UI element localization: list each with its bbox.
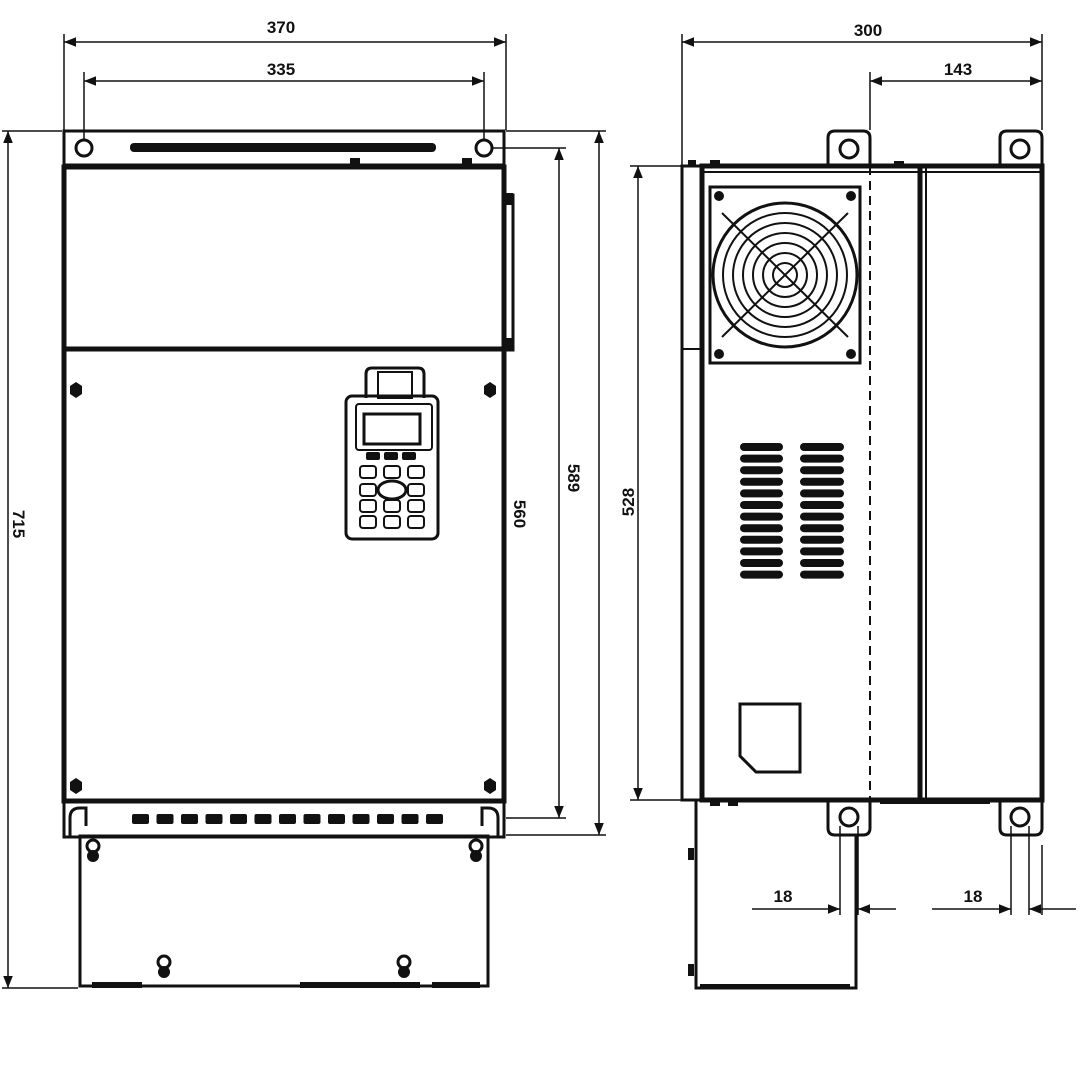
front-bottom-vent-row <box>132 814 443 824</box>
dim-label-560: 560 <box>510 500 529 528</box>
side-terminal-tab <box>688 964 694 976</box>
front-flange-tab <box>350 158 360 164</box>
front-side-latch <box>506 193 513 205</box>
vent-slot <box>254 814 272 824</box>
louver-slot <box>800 559 844 567</box>
front-screw-icon <box>70 382 82 398</box>
louver-slot <box>800 535 844 544</box>
vent-slot <box>181 814 198 824</box>
front-hook-left <box>68 806 88 837</box>
vent-slot <box>132 814 149 824</box>
front-screw-icon <box>70 778 82 794</box>
side-mount-hole <box>838 138 860 160</box>
vent-slot <box>377 814 394 824</box>
dim-label-370: 370 <box>267 18 295 37</box>
louver-slot <box>800 524 844 533</box>
side-plate-tab <box>688 160 696 167</box>
dim-label-528: 528 <box>619 488 638 516</box>
louver-slot <box>740 477 783 486</box>
vent-slot <box>230 814 247 824</box>
louver-slot <box>740 570 783 579</box>
side-dimensions: 300 143 528 18 18 <box>619 21 1076 915</box>
dim-label-18-left: 18 <box>774 887 793 906</box>
louver-slot <box>740 559 783 567</box>
front-mount-hole-right <box>474 138 494 158</box>
front-top-slot <box>130 143 436 152</box>
louver-slot <box>800 489 844 498</box>
louver-slot <box>740 501 783 509</box>
front-cover-foot <box>432 982 480 988</box>
keypad-icon <box>344 366 440 541</box>
front-view <box>61 129 515 988</box>
louver-slot <box>740 443 783 451</box>
side-bottom-tab <box>728 798 738 806</box>
front-cover-foot <box>92 982 142 988</box>
side-mount-ear-bottom-left <box>826 800 872 837</box>
vent-slot <box>303 814 321 824</box>
dim-label-335: 335 <box>267 60 295 79</box>
louver-slot <box>740 524 783 533</box>
dim-label-715: 715 <box>9 510 28 538</box>
front-flange-tab <box>462 158 472 164</box>
side-mount-ear-bottom-right <box>998 800 1044 837</box>
fan-icon <box>708 185 862 365</box>
front-cover-screw-icon <box>158 966 170 978</box>
side-front-plate <box>680 164 704 802</box>
front-screw-icon <box>484 778 496 794</box>
louver-slot <box>800 547 844 556</box>
side-bottom-strip <box>880 798 990 804</box>
side-label-plate <box>738 702 802 774</box>
louver-slot <box>740 489 783 498</box>
vent-slot <box>279 814 296 824</box>
front-cover-screw-icon <box>87 850 99 862</box>
side-top-tab <box>894 161 904 167</box>
side-vent-louvers <box>740 443 844 579</box>
vent-slot <box>156 814 174 824</box>
side-main-body <box>699 163 1045 803</box>
louver-slot <box>740 547 783 556</box>
vent-slot <box>352 814 370 824</box>
side-bottom-tab <box>710 798 720 806</box>
front-screw-icon <box>484 382 496 398</box>
louver-slot <box>740 535 783 544</box>
louver-slot <box>800 443 844 451</box>
louver-slot <box>740 454 783 463</box>
louver-slot <box>800 477 844 486</box>
louver-slot <box>800 570 844 579</box>
louver-slot <box>800 454 844 463</box>
front-upper-cover <box>61 164 507 352</box>
louver-slot <box>740 466 783 475</box>
dim-label-143: 143 <box>944 60 972 79</box>
louver-slot <box>800 501 844 509</box>
louver-slot <box>740 512 783 521</box>
side-mount-hole <box>838 806 860 828</box>
dim-label-589: 589 <box>564 464 583 492</box>
front-hook-right <box>480 806 500 837</box>
louver-slot <box>800 512 844 521</box>
front-side-connector <box>502 193 515 352</box>
vent-slot <box>401 814 419 824</box>
vent-slot <box>328 814 345 824</box>
front-cover-foot <box>300 982 420 988</box>
front-terminal-cover <box>78 834 490 988</box>
louver-slot <box>800 466 844 475</box>
front-dimensions: 370 335 715 589 560 <box>2 18 606 989</box>
dim-label-300: 300 <box>854 21 882 40</box>
front-mount-hole-left <box>74 138 94 158</box>
vent-slot <box>426 814 443 824</box>
side-mount-hole <box>1009 138 1031 160</box>
vent-slot <box>205 814 223 824</box>
dim-label-18-right: 18 <box>964 887 983 906</box>
side-mount-ear-top-right <box>998 129 1044 166</box>
side-terminal-foot <box>700 984 850 989</box>
side-terminal-tab <box>688 848 694 860</box>
side-view <box>680 129 1045 990</box>
front-side-latch <box>506 338 513 350</box>
front-cover-screw-icon <box>470 850 482 862</box>
front-cover-screw-icon <box>398 966 410 978</box>
side-mount-ear-top-left <box>826 129 872 166</box>
side-mount-hole <box>1009 806 1031 828</box>
